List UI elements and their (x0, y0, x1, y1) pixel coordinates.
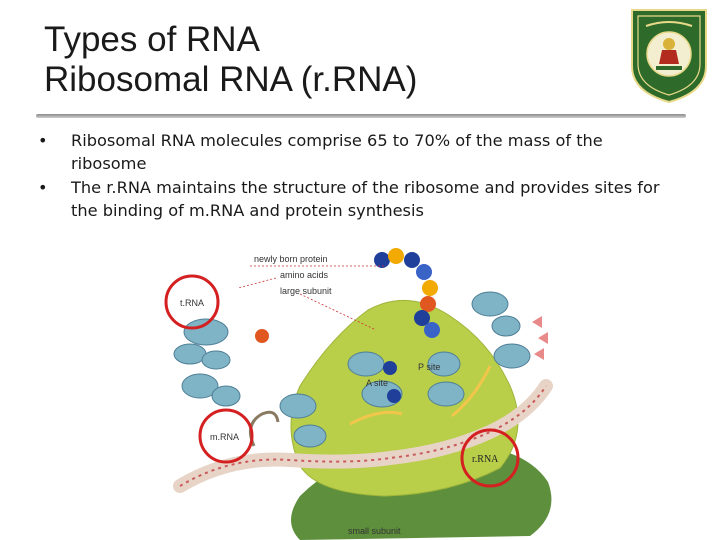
title-divider (36, 114, 686, 118)
exit-markers (532, 316, 548, 360)
bullet-marker: • (38, 178, 48, 197)
trna-cluster-right (471, 291, 531, 369)
slide-title: Types of RNA Ribosomal RNA (r.RNA) (44, 20, 604, 100)
mrna-highlight: m.RNA (198, 408, 254, 464)
trna-cluster-center (279, 351, 465, 448)
label-large-subunit: large subunit (280, 286, 332, 296)
bullet-item-2: • The r.RNA maintains the structure of t… (38, 177, 678, 222)
label-a-site: A site (366, 378, 388, 388)
movement-arrows (349, 365, 492, 426)
bullet-list: • Ribosomal RNA molecules comprise 65 to… (38, 130, 678, 224)
bullet-text: Ribosomal RNA molecules comprise 65 to 7… (71, 131, 603, 173)
mrna-strand (173, 379, 553, 493)
leader-lines (237, 265, 386, 331)
trna-cluster-left (173, 318, 241, 407)
bullet-item-1: • Ribosomal RNA molecules comprise 65 to… (38, 130, 678, 175)
bullet-marker: • (38, 131, 48, 150)
protein-chain (255, 248, 440, 403)
label-p-site: P site (418, 362, 440, 372)
title-line-2: Ribosomal RNA (r.RNA) (44, 60, 418, 99)
university-seal-icon (631, 9, 707, 104)
label-amino-acids: amino acids (280, 270, 329, 280)
ribosome-diagram: newly born protein amino acids large sub… (164, 248, 553, 540)
label-small-subunit: small subunit (348, 526, 401, 536)
label-mrna: m.RNA (210, 432, 239, 442)
label-trna: t.RNA (180, 298, 204, 308)
bullet-text: The r.RNA maintains the structure of the… (71, 178, 660, 220)
trna-highlight: t.RNA (164, 274, 220, 330)
label-newly-born-protein: newly born protein (254, 254, 328, 264)
title-line-1: Types of RNA (44, 20, 260, 59)
label-rrna: r.RNA (472, 454, 499, 465)
rrna-highlight: r.RNA (460, 428, 520, 488)
mrna-tail (248, 410, 280, 447)
